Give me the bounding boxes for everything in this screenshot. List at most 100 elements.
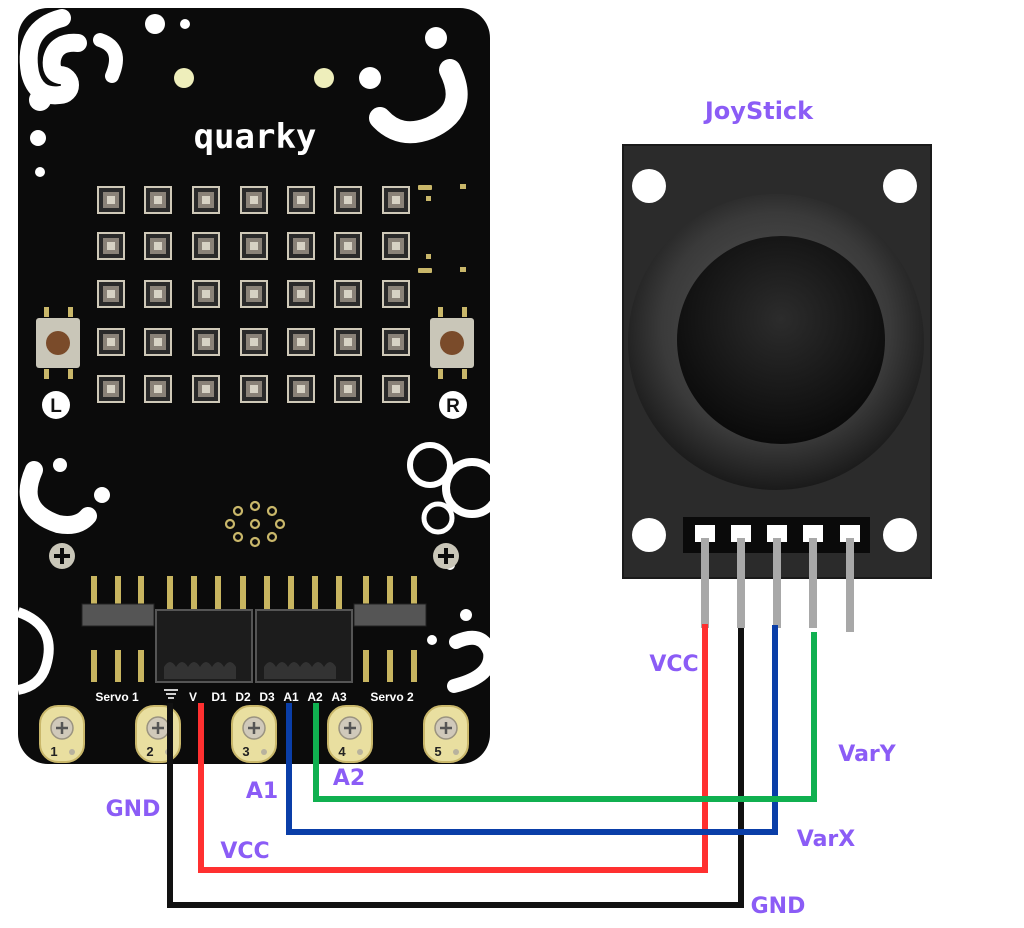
led bbox=[144, 375, 172, 403]
header-spacer bbox=[353, 603, 427, 627]
label-joy-vary: VarY bbox=[838, 742, 897, 767]
joystick-pin bbox=[767, 525, 787, 628]
edge-pad-3[interactable]: 3 bbox=[231, 705, 277, 763]
joystick-pin bbox=[695, 525, 715, 628]
led bbox=[240, 232, 268, 260]
joystick-header-pins bbox=[695, 525, 860, 632]
led bbox=[192, 280, 220, 308]
edge-pad-label: 4 bbox=[338, 744, 346, 759]
edge-pad-label: 5 bbox=[434, 744, 441, 759]
label-board-gnd: GND bbox=[106, 797, 161, 822]
led bbox=[144, 328, 172, 356]
header-pin bbox=[115, 576, 121, 682]
label-joy-vcc: VCC bbox=[649, 652, 698, 677]
led bbox=[334, 186, 362, 214]
smd-components bbox=[418, 184, 466, 273]
label-board-a2: A2 bbox=[333, 766, 365, 791]
led bbox=[334, 328, 362, 356]
edge-pad-label: 2 bbox=[146, 744, 153, 759]
joystick-module bbox=[622, 144, 932, 632]
led bbox=[97, 375, 125, 403]
led bbox=[240, 186, 268, 214]
label-d1: D1 bbox=[211, 690, 227, 704]
led bbox=[240, 280, 268, 308]
led bbox=[287, 280, 315, 308]
header-pin bbox=[91, 576, 97, 682]
header-pin bbox=[411, 576, 417, 682]
led bbox=[382, 375, 410, 403]
wire-a1 bbox=[286, 625, 778, 835]
led bbox=[192, 328, 220, 356]
joystick-pin bbox=[731, 525, 751, 628]
led bbox=[287, 232, 315, 260]
label-board-vcc: VCC bbox=[220, 839, 269, 864]
led bbox=[382, 328, 410, 356]
button-left-label: L bbox=[50, 396, 62, 417]
label-board-a1: A1 bbox=[246, 779, 278, 804]
wires bbox=[167, 624, 817, 908]
led bbox=[334, 232, 362, 260]
label-a1: A1 bbox=[283, 690, 299, 704]
microphone-holes bbox=[224, 500, 286, 548]
connector-right bbox=[255, 609, 353, 683]
led bbox=[334, 375, 362, 403]
edge-pad-1[interactable]: 1 bbox=[39, 705, 85, 763]
button-left[interactable] bbox=[36, 307, 80, 379]
led bbox=[97, 186, 125, 214]
led bbox=[382, 186, 410, 214]
header-spacer bbox=[81, 603, 155, 627]
header-pin bbox=[138, 576, 144, 682]
wire-a2 bbox=[313, 632, 817, 802]
button-right-label: R bbox=[446, 396, 460, 417]
led bbox=[144, 232, 172, 260]
led bbox=[287, 375, 315, 403]
board-decorations bbox=[16, 9, 502, 695]
label-d2: D2 bbox=[235, 690, 251, 704]
wire-vcc bbox=[198, 624, 708, 873]
led bbox=[240, 328, 268, 356]
label-v: V bbox=[189, 690, 197, 704]
button-right[interactable] bbox=[430, 307, 474, 379]
led bbox=[144, 280, 172, 308]
board-logo: quarky bbox=[194, 117, 317, 157]
led bbox=[334, 280, 362, 308]
edge-pad-5[interactable]: 5 bbox=[423, 705, 469, 763]
led bbox=[97, 232, 125, 260]
label-joy-gnd: GND bbox=[751, 894, 806, 919]
led bbox=[287, 186, 315, 214]
led bbox=[382, 232, 410, 260]
led bbox=[287, 328, 315, 356]
label-a3: A3 bbox=[331, 690, 347, 704]
led-matrix bbox=[97, 186, 410, 403]
led bbox=[97, 280, 125, 308]
led bbox=[97, 328, 125, 356]
led bbox=[144, 186, 172, 214]
joystick-pin bbox=[840, 525, 860, 632]
label-joy-varx: VarX bbox=[797, 827, 856, 852]
header-pin bbox=[387, 576, 393, 682]
screw-left-icon bbox=[49, 543, 75, 569]
edge-pad-label: 3 bbox=[242, 744, 249, 759]
edge-pad-4[interactable]: 4 bbox=[327, 705, 373, 763]
screw-right-icon bbox=[433, 543, 459, 569]
label-servo2: Servo 2 bbox=[370, 690, 414, 704]
wire-gnd bbox=[167, 628, 744, 908]
edge-pad-2[interactable]: 2 bbox=[135, 705, 181, 763]
ground-icon bbox=[164, 689, 178, 699]
joystick-pin bbox=[803, 525, 823, 628]
led bbox=[192, 186, 220, 214]
edge-pad-label: 1 bbox=[50, 744, 57, 759]
led bbox=[192, 232, 220, 260]
led bbox=[382, 280, 410, 308]
connector-left bbox=[155, 609, 253, 683]
led bbox=[240, 375, 268, 403]
header-pin bbox=[363, 576, 369, 682]
label-a2: A2 bbox=[307, 690, 323, 704]
label-d3: D3 bbox=[259, 690, 275, 704]
joystick-title: JoyStick bbox=[703, 97, 814, 125]
joystick-knob[interactable] bbox=[677, 236, 885, 444]
label-servo1: Servo 1 bbox=[95, 690, 139, 704]
quarky-board: quarky L bbox=[16, 8, 502, 764]
led bbox=[192, 375, 220, 403]
